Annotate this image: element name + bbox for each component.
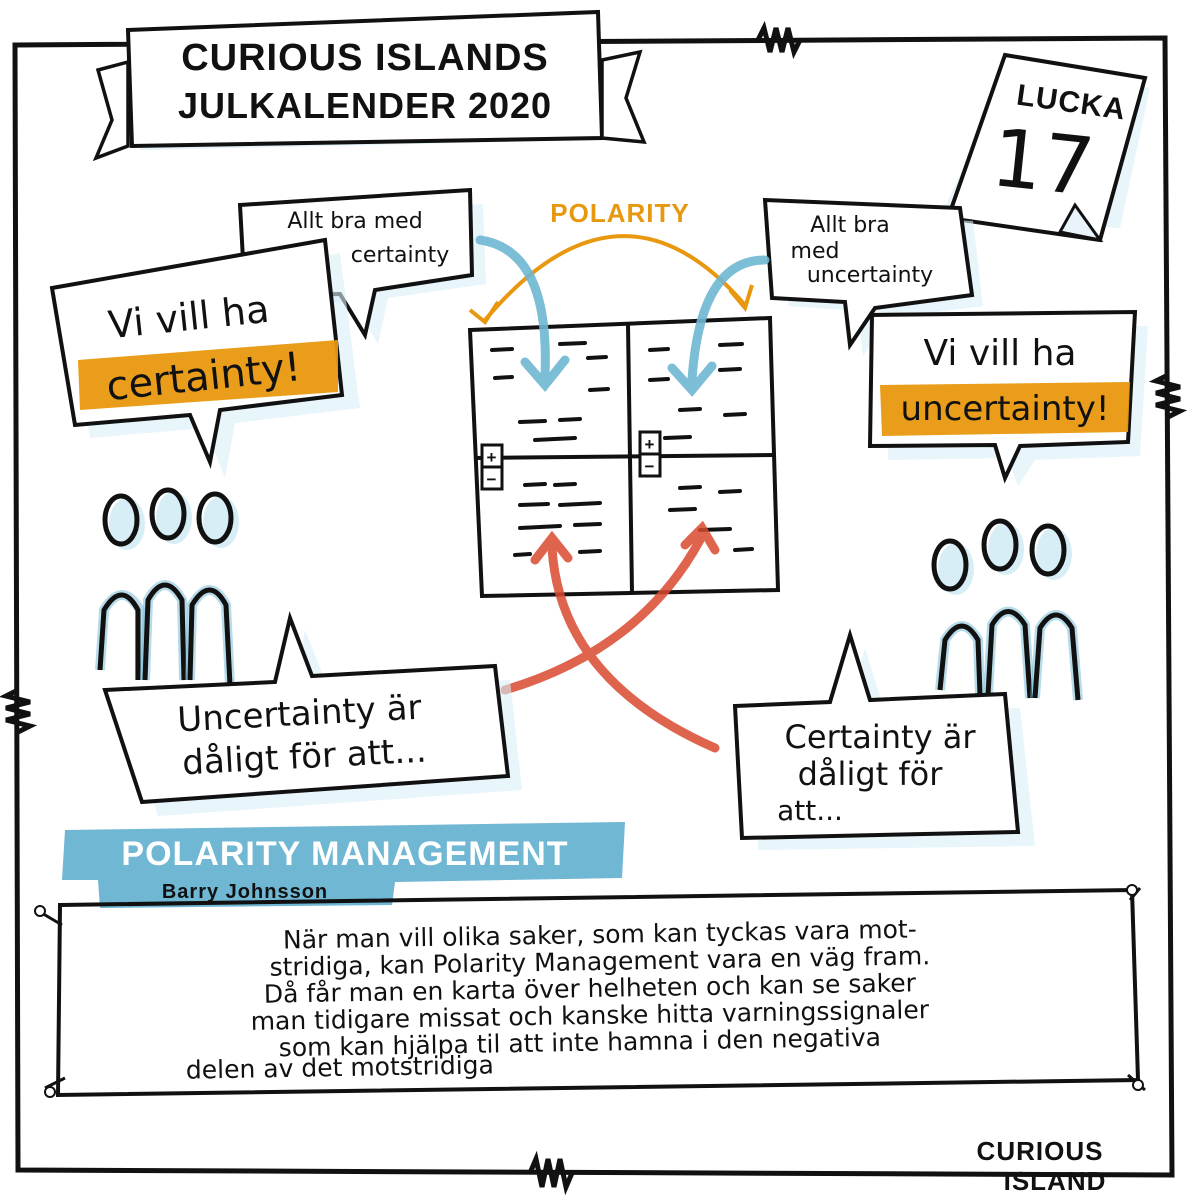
blue-arrows [475,235,770,397]
calendar-number: 17 [987,111,1098,214]
right-big-highlight: uncertainty! [901,389,1110,429]
calendar-page: LUCKA 17 [940,52,1150,243]
logo-line1: CURIOUS [977,1136,1104,1166]
right-small-line3: uncertainty [807,263,933,288]
people-left [95,487,239,686]
bubble-right-small: Allt bra med uncertainty [762,197,983,356]
grid-plus-right: + [645,435,656,454]
bubble-right-big: Vi vill ha uncertainty! [867,309,1148,486]
right-small-line1: Allt bra [810,213,889,238]
left-small-line1: Allt bra med [287,209,422,234]
bubble-left-bottom: Uncertainty är dåligt för att... [102,611,522,816]
squiggle-left [0,687,38,735]
right-small-line2: med [791,239,840,264]
bubble-right-bottom: Certainty är dåligt för att... [732,628,1035,850]
polarity-arrow: POLARITY [468,198,754,325]
outer-frame [0,20,1188,1196]
banner-author: Barry Johnsson [162,881,328,903]
people-right [931,518,1083,701]
bubble-left-small: Allt bra med certainty [237,187,486,344]
squiggle-right [1148,372,1188,420]
grid-minus-right: − [645,457,656,476]
right-bottom-line1: Certainty är [785,718,977,756]
curious-island-logo: CURIOUS ISLAND [977,1136,1107,1196]
polarity-management-banner: POLARITY MANAGEMENT Barry Johnsson [62,822,625,908]
grid-minus-left: − [487,470,498,489]
polarity-map: + − + − [467,315,781,599]
squiggle-top [755,20,803,60]
right-bottom-line2: dåligt för [798,755,944,793]
red-arrows [500,520,720,753]
logo-line2: ISLAND [1004,1166,1107,1196]
left-small-line2: certainty [351,243,449,268]
title-line2: JULKALENDER 2020 [178,85,552,126]
banner-title: POLARITY MANAGEMENT [121,835,568,873]
description-box: När man vill olika saker, som kan tyckas… [34,884,1146,1098]
description-line6: delen av det motstridiga [186,1050,494,1084]
title-line1: CURIOUS ISLANDS [181,37,549,79]
right-big-line1: Vi vill ha [924,333,1077,374]
polarity-label: POLARITY [550,198,689,228]
grid-plus-left: + [487,448,498,467]
title-banner: CURIOUS ISLANDS JULKALENDER 2020 [92,9,647,162]
right-bottom-line3: att... [777,794,843,827]
bubble-left-big: Vi vill ha certainty! [49,237,360,478]
squiggle-bottom [527,1150,575,1196]
